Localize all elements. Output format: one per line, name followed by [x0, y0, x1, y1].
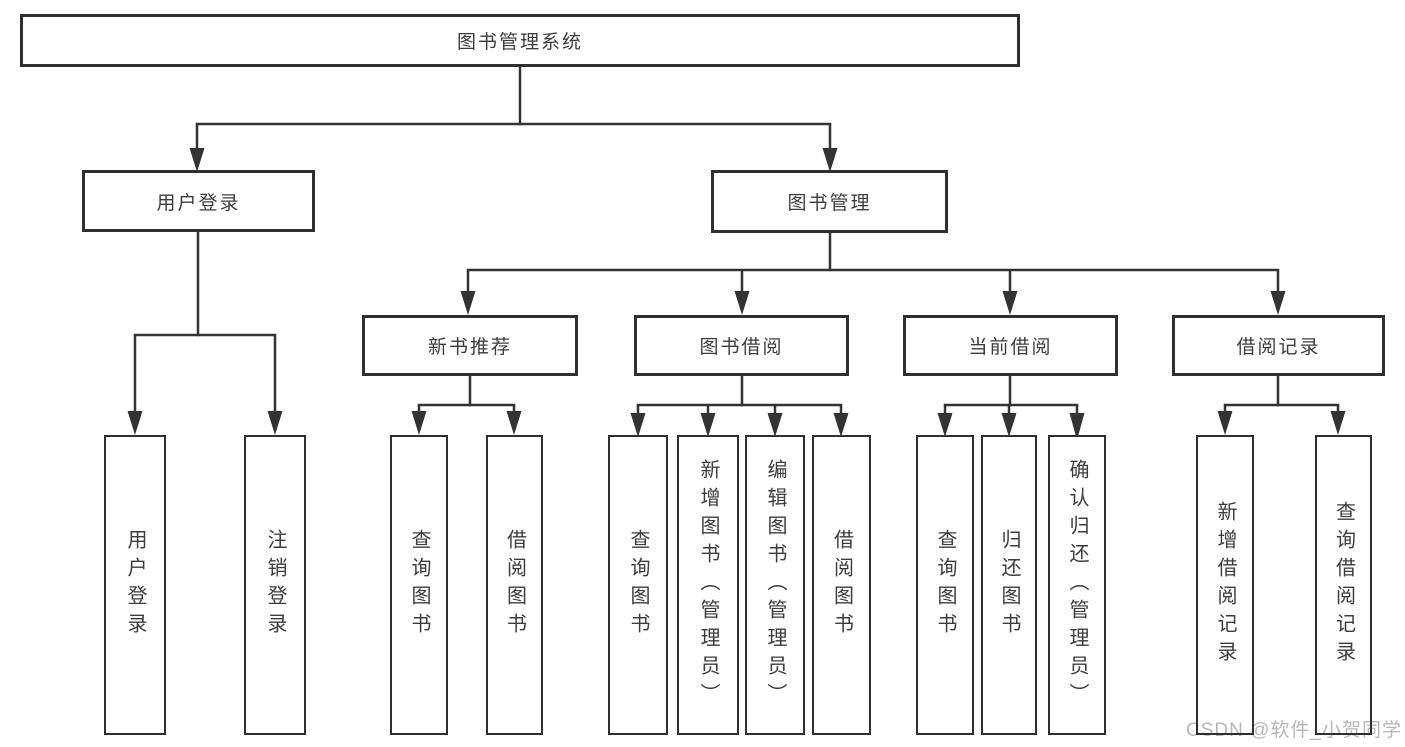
node-label: 图书管理	[787, 193, 872, 214]
arrow-down-icon	[127, 411, 143, 435]
leaf-add-books-admin: 新增图书（管理员）	[677, 435, 739, 735]
node-label: 查询图书	[408, 529, 430, 641]
node-label: 查询图书	[627, 529, 649, 641]
leaf-user-login: 用户登录	[104, 435, 166, 735]
leaf-borrow-books: 借阅图书	[812, 435, 871, 735]
node-label: 借阅图书	[503, 529, 526, 641]
connector-records-to-leaves	[1217, 376, 1346, 435]
node-label: 新增图书（管理员）	[697, 459, 719, 711]
arrow-down-icon	[1001, 413, 1017, 437]
node-borrowing-records: 借阅记录	[1172, 315, 1385, 376]
node-new-book-recommendation: 新书推荐	[362, 315, 578, 376]
node-label: 归还图书	[998, 529, 1020, 641]
node-label: 查询借阅记录	[1332, 501, 1355, 669]
node-label: 新书推荐	[427, 337, 512, 358]
node-book-management-system: 图书管理系统	[20, 14, 1020, 67]
arrow-down-icon	[411, 411, 427, 435]
connector-login-to-leaves	[127, 232, 283, 435]
arrow-down-icon	[506, 411, 522, 435]
node-user-login: 用户登录	[82, 170, 315, 232]
arrow-down-icon	[734, 291, 750, 315]
node-label: 图书借阅	[699, 337, 784, 358]
node-label: 编辑图书（管理员）	[764, 459, 786, 711]
connector-rec-to-leaves	[411, 376, 522, 435]
node-current-borrowing: 当前借阅	[903, 315, 1118, 376]
node-label: 借阅记录	[1236, 337, 1321, 358]
arrow-down-icon	[700, 413, 716, 437]
leaf-return-books: 归还图书	[981, 435, 1037, 735]
node-label: 借阅图书	[830, 529, 853, 641]
arrow-down-icon	[1330, 411, 1346, 435]
node-label: 当前借阅	[968, 337, 1053, 358]
node-label: 用户登录	[156, 192, 241, 214]
leaf-confirm-return-admin: 确认归还（管理员）	[1048, 435, 1106, 735]
node-label: 用户登录	[124, 529, 146, 641]
arrow-down-icon	[267, 411, 283, 435]
arrow-down-icon	[767, 413, 783, 437]
arrow-down-icon	[822, 148, 838, 172]
connector-borrow-to-leaves	[630, 376, 849, 437]
connector-mgmt-to-level3	[460, 233, 1286, 315]
arrow-down-icon	[1002, 291, 1018, 315]
arrow-down-icon	[630, 413, 646, 437]
node-label: 图书管理系统	[456, 32, 583, 53]
node-label: 确认归还（管理员）	[1066, 459, 1088, 711]
watermark: CSDN @软件_小贺同学	[1186, 720, 1402, 741]
leaf-query-borrow-record: 查询借阅记录	[1315, 435, 1372, 735]
arrow-down-icon	[189, 148, 205, 172]
arrow-down-icon	[1217, 411, 1233, 435]
leaf-edit-books-admin: 编辑图书（管理员）	[745, 435, 805, 735]
connector-current-to-leaves	[937, 376, 1085, 440]
arrow-down-icon	[460, 291, 476, 315]
connector-root-to-level2	[189, 67, 838, 172]
leaf-query-books: 查询图书	[390, 435, 448, 735]
arrow-down-icon	[1270, 291, 1286, 315]
node-book-borrowing: 图书借阅	[634, 315, 849, 376]
node-label: 查询图书	[934, 529, 956, 641]
node-book-management: 图书管理	[711, 170, 948, 233]
arrow-down-icon	[833, 413, 849, 437]
leaf-add-borrow-record: 新增借阅记录	[1196, 435, 1254, 735]
node-label: 注销登录	[264, 529, 286, 641]
arrow-down-icon	[1069, 413, 1085, 440]
arrow-down-icon	[937, 413, 953, 437]
leaf-borrow-books: 借阅图书	[486, 435, 543, 735]
leaf-query-books: 查询图书	[916, 435, 974, 735]
leaf-query-books: 查询图书	[608, 435, 668, 735]
node-label: 新增借阅记录	[1214, 501, 1236, 669]
leaf-logout: 注销登录	[244, 435, 306, 735]
